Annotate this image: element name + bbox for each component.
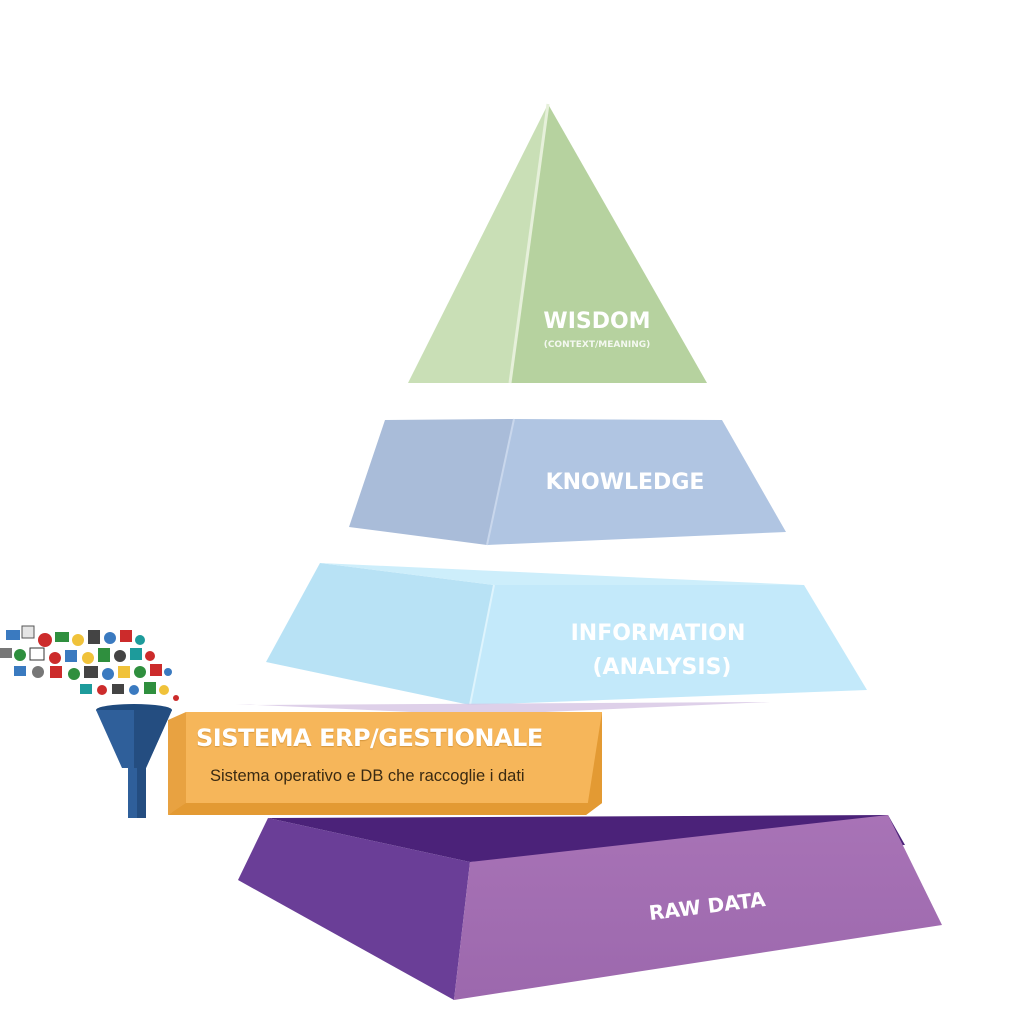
banner-face [186,712,602,803]
raw-data-front-face [454,815,942,1000]
wisdom-label: WISDOM [543,309,650,334]
data-icons-cluster [0,625,179,701]
tier-raw-data: RAW DATA [236,702,942,1000]
information-left-face [266,563,494,705]
wisdom-right-face [510,104,707,383]
banner-edge [586,712,602,815]
banner [168,712,602,815]
wisdom-edge [508,103,550,384]
wisdom-sublabel: (CONTEXT/MEANING) [544,340,651,350]
banner-title: SISTEMA ERP/GESTIONALE [196,724,543,752]
raw-data-top-sliver [236,702,770,715]
tier-knowledge: KNOWLEDGE [349,418,786,546]
information-edge [469,584,495,706]
knowledge-left-face [349,419,514,545]
tier-information: INFORMATION (ANALYSIS) [266,563,867,706]
banner-side [168,712,186,815]
raw-data-left-face [238,818,470,1000]
knowledge-front-face [487,419,786,545]
wisdom-left-face [408,104,548,383]
tier-wisdom: WISDOM (CONTEXT/MEANING) [408,103,707,384]
funnel-icon [96,704,172,818]
information-top-face [320,563,804,585]
information-label: INFORMATION [571,621,746,646]
information-front-face [470,585,867,705]
knowledge-label: KNOWLEDGE [546,470,705,495]
banner-shadow [168,803,602,815]
information-sublabel: (ANALYSIS) [593,655,732,680]
knowledge-edge [486,418,515,546]
banner-subtitle: Sistema operativo e DB che raccoglie i d… [210,767,525,785]
